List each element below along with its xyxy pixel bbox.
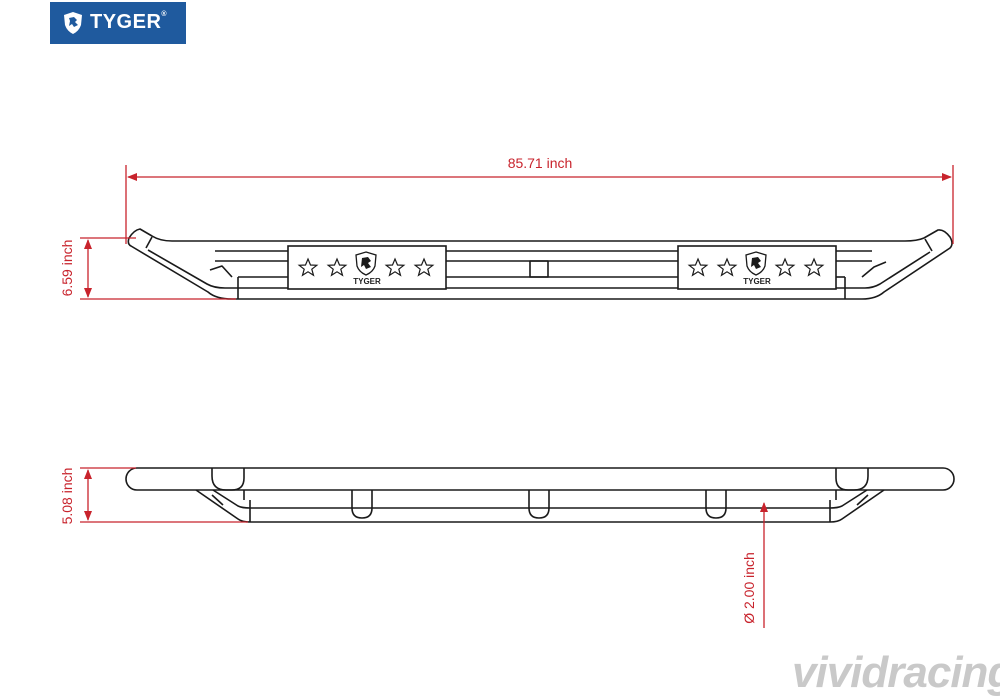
tiger-shield-icon: [64, 12, 82, 34]
diameter-label: Ø 2.00 inch: [741, 552, 757, 624]
brand-name: TYGER®: [90, 11, 168, 33]
star-icon: [297, 257, 435, 277]
dimension-length: [125, 165, 954, 244]
dimension-bottom-height: [80, 467, 248, 523]
step-pad-left: TYGER: [287, 245, 447, 290]
vividracing-watermark: vividracing: [792, 648, 1000, 697]
star-icon: [687, 257, 825, 277]
dimension-top-height: [80, 237, 236, 300]
bottom-view: [125, 467, 955, 523]
bottom-height-label: 5.08 inch: [59, 468, 75, 525]
step-pad-brand: TYGER: [353, 277, 381, 286]
tyger-logo: TYGER®: [50, 2, 186, 44]
top-height-label: 6.59 inch: [59, 240, 75, 297]
step-pad-right: TYGER: [677, 245, 837, 290]
step-pad-brand: TYGER: [743, 277, 771, 286]
registered-mark: ®: [161, 11, 168, 18]
length-label: 85.71 inch: [508, 155, 573, 171]
top-view: [127, 228, 953, 300]
